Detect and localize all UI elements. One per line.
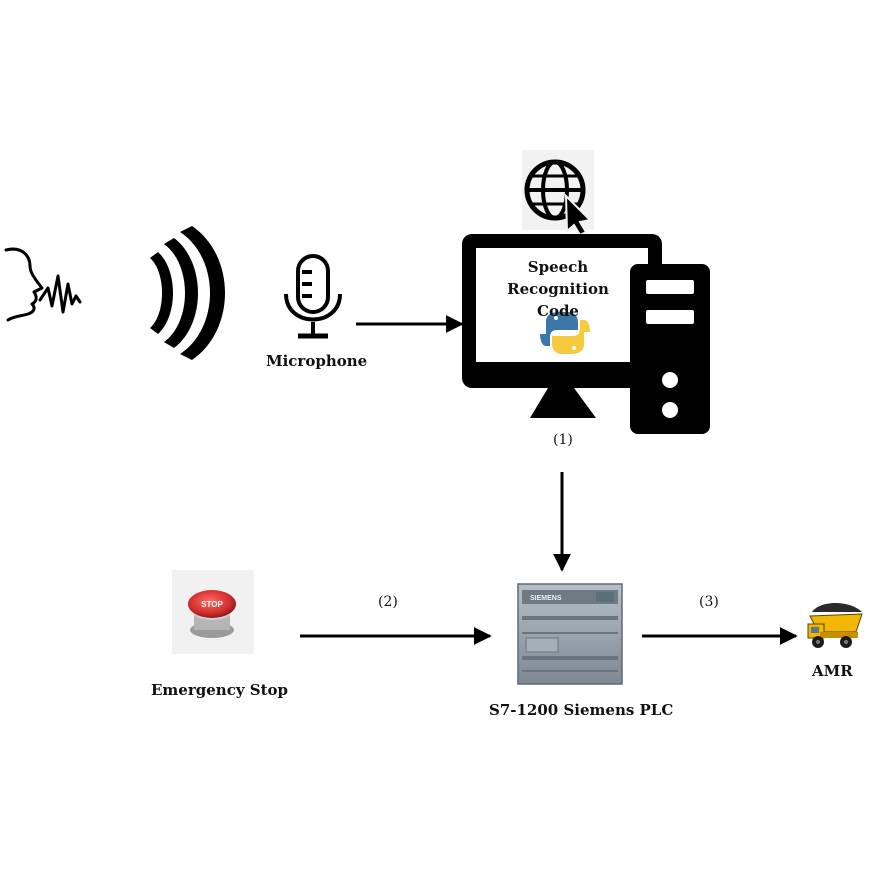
computer-screen-text: Speech Recognition Code [476, 256, 640, 322]
microphone-label: Microphone [266, 352, 368, 370]
plc-icon: SIEMENS [517, 583, 623, 685]
stop-button-icon: STOP [172, 570, 254, 654]
plc-brand-text: SIEMENS [530, 595, 562, 602]
speaking-head-icon [4, 247, 82, 322]
microphone-icon [284, 254, 342, 339]
computer-label-line2: Code [537, 302, 579, 320]
emergency-stop-label: Emergency Stop [151, 681, 289, 699]
sound-waves-icon [150, 226, 225, 360]
step-label-3: (3) [699, 594, 719, 610]
python-logo-icon [540, 312, 590, 354]
globe-cursor-icon [522, 150, 594, 237]
stop-button-text: STOP [201, 600, 223, 609]
amr-label: AMR [812, 662, 853, 680]
dump-truck-icon [807, 603, 863, 648]
computer-label-line1: Speech Recognition [507, 258, 609, 298]
step-label-1: (1) [553, 432, 573, 448]
step-label-2: (2) [378, 594, 398, 610]
desktop-computer-icon [462, 234, 710, 434]
plc-label: S7-1200 Siemens PLC [489, 701, 674, 719]
